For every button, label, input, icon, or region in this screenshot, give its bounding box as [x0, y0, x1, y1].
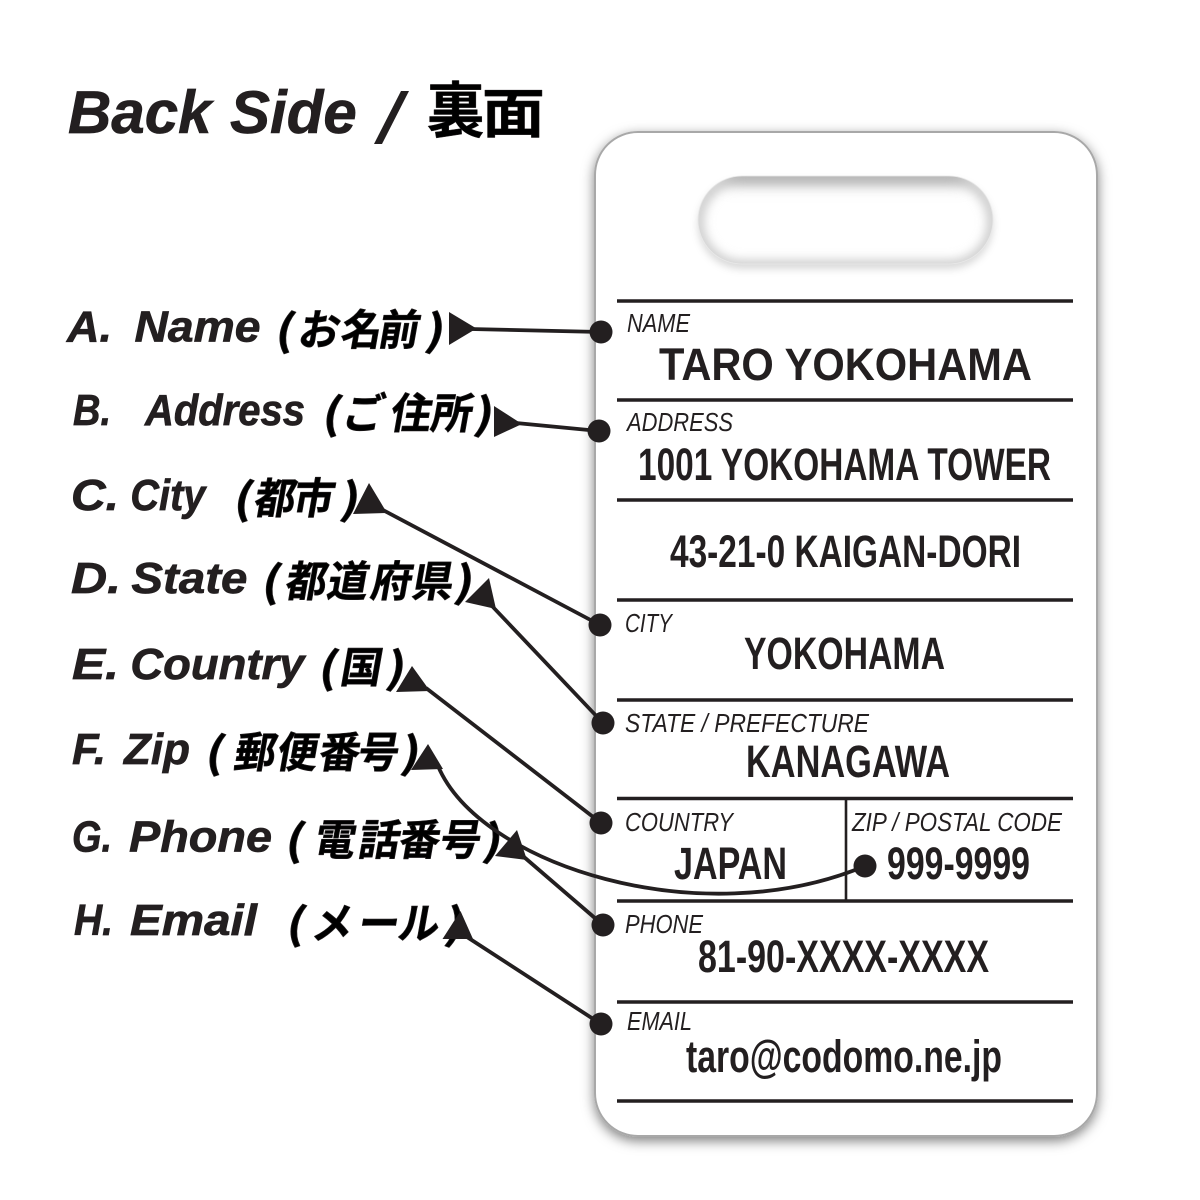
svg-text:COUNTRY: COUNTRY — [625, 809, 735, 837]
svg-text:Phone: Phone — [129, 813, 272, 862]
svg-text:City: City — [130, 471, 207, 520]
svg-text:E.: E. — [72, 640, 119, 689]
svg-text:G.: G. — [72, 813, 112, 862]
svg-text:81-90-XXXX-XXXX: 81-90-XXXX-XXXX — [698, 931, 989, 982]
svg-text:Side: Side — [230, 79, 357, 146]
svg-text:Back: Back — [68, 79, 214, 146]
svg-text:Address: Address — [144, 386, 305, 435]
svg-text:H.: H. — [74, 896, 113, 945]
svg-text:Country: Country — [130, 640, 307, 689]
svg-text:JAPAN: JAPAN — [674, 838, 787, 889]
svg-text:Name: Name — [135, 303, 261, 352]
svg-text:TARO YOKOHAMA: TARO YOKOHAMA — [659, 339, 1032, 390]
svg-text:Email: Email — [130, 896, 258, 945]
svg-text:EMAIL: EMAIL — [627, 1008, 692, 1036]
svg-text:PHONE: PHONE — [625, 911, 704, 939]
svg-text:1001 YOKOHAMA TOWER: 1001 YOKOHAMA TOWER — [638, 439, 1051, 490]
svg-text:F.: F. — [72, 725, 106, 774]
svg-text:STATE / PREFECTURE: STATE / PREFECTURE — [625, 710, 870, 738]
svg-text:ZIP / POSTAL CODE: ZIP / POSTAL CODE — [851, 809, 1063, 837]
svg-text:C.: C. — [71, 471, 119, 520]
svg-text:B.: B. — [73, 386, 111, 435]
svg-text:YOKOHAMA: YOKOHAMA — [744, 628, 945, 679]
svg-text:ADDRESS: ADDRESS — [625, 409, 733, 437]
svg-text:State: State — [131, 554, 247, 603]
svg-text:D.: D. — [71, 554, 121, 603]
svg-text:taro@codomo.ne.jp: taro@codomo.ne.jp — [686, 1031, 1002, 1082]
svg-text:999-9999: 999-9999 — [887, 838, 1030, 889]
svg-text:Zip: Zip — [122, 725, 190, 774]
svg-text:NAME: NAME — [627, 310, 691, 338]
svg-text:43-21-0 KAIGAN-DORI: 43-21-0 KAIGAN-DORI — [670, 526, 1021, 577]
svg-text:CITY: CITY — [625, 610, 674, 638]
svg-text:A.: A. — [66, 303, 112, 352]
svg-text:KANAGAWA: KANAGAWA — [746, 736, 950, 787]
